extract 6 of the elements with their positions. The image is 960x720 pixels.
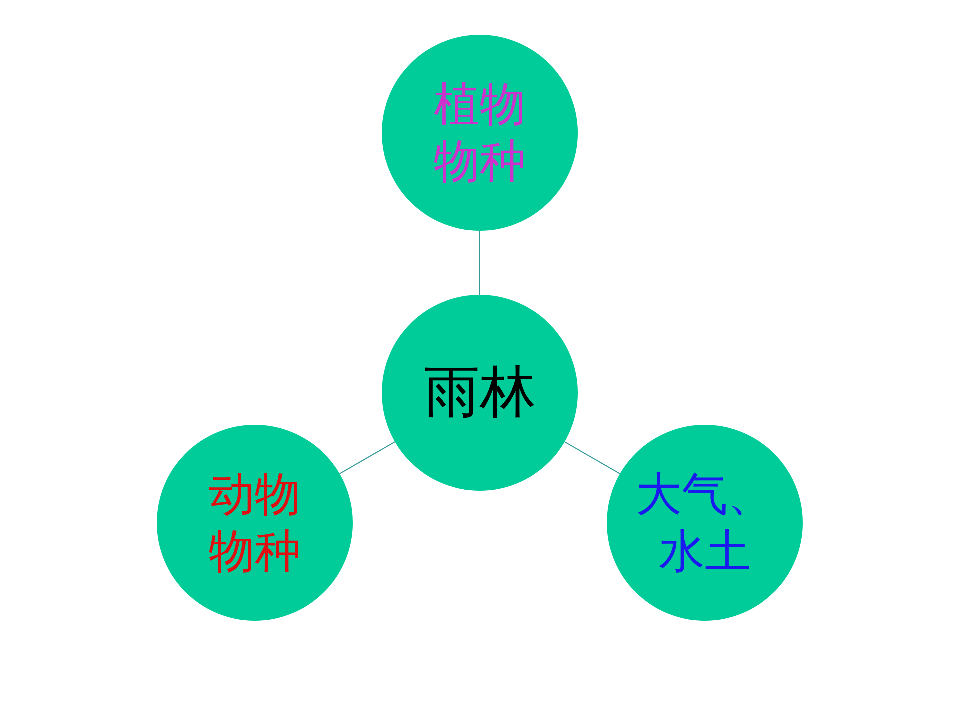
connector-line <box>564 442 621 474</box>
circle-label: 植物物种 <box>433 76 527 190</box>
circle-label: 雨林 <box>423 359 537 427</box>
connector-line <box>339 442 396 474</box>
circle-label: 动物物种 <box>208 466 302 580</box>
circle-label: 大气、水土 <box>635 466 775 580</box>
